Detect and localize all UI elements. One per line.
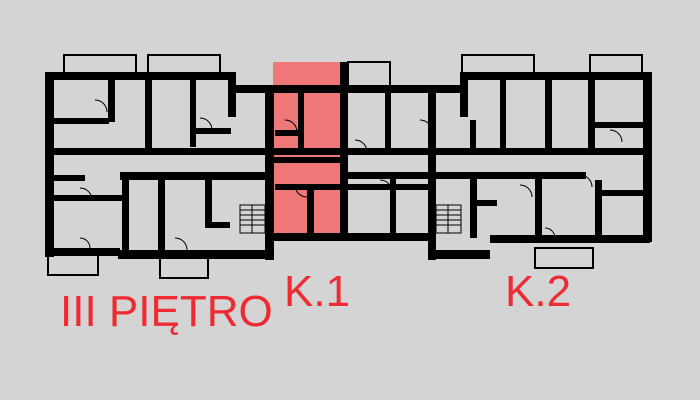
apartment-label-k2[interactable]: K.2: [505, 267, 572, 316]
walls: [45, 62, 652, 260]
floor-label: III PIĘTRO: [60, 287, 273, 336]
staircase-right: [435, 204, 462, 234]
apartment-label-k1[interactable]: K.1: [284, 267, 351, 316]
door-swings: [79, 99, 623, 251]
staircase-left: [239, 204, 266, 234]
